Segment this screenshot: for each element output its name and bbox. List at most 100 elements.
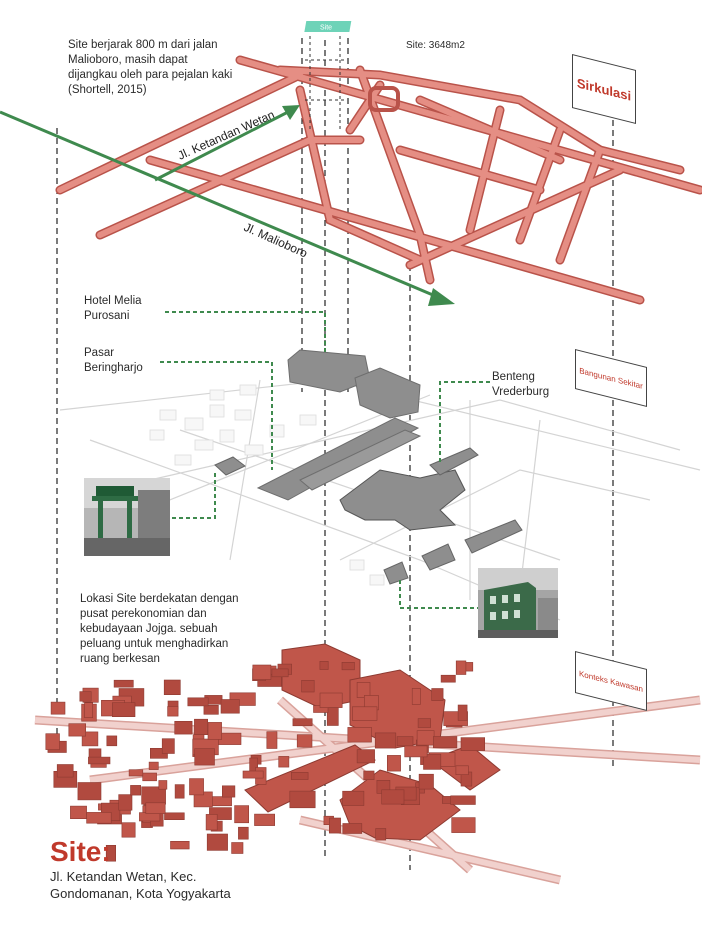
context-building-block (461, 738, 485, 751)
context-building-block (188, 698, 208, 706)
site-marker-label: Site (320, 25, 332, 32)
context-building-block (175, 785, 184, 799)
context-building-block (433, 737, 457, 748)
street-label-ketandan: Jl. Ketandan Wetan (176, 107, 277, 162)
context-building-block (171, 841, 190, 849)
context-building-block (46, 734, 60, 750)
context-building-block (456, 766, 469, 775)
context-building-block (208, 722, 222, 739)
context-building-block (129, 770, 143, 776)
context-building-block (80, 692, 91, 702)
context-building-block (204, 705, 219, 714)
context-building-block (405, 746, 427, 757)
context-building-block (210, 797, 231, 806)
context-building-block (297, 735, 312, 748)
context-building-block (146, 803, 165, 814)
context-building-block (441, 675, 455, 682)
context-building-block (293, 719, 312, 726)
context-building-block (107, 736, 117, 746)
context-building-block (417, 731, 434, 745)
context-building-block (329, 818, 340, 833)
context-building-block (165, 813, 185, 820)
context-building-block (112, 703, 135, 717)
context-building-block (85, 703, 93, 718)
context-building-block (159, 781, 167, 790)
context-building-block (238, 827, 248, 839)
mid-note: Lokasi Site berdekatan dengan pusat pere… (80, 592, 260, 667)
context-building-block (290, 791, 315, 808)
context-building-block (255, 814, 275, 826)
context-building-block (194, 719, 207, 735)
context-building-block (342, 662, 354, 670)
context-building-block (456, 661, 466, 675)
context-building-block (452, 818, 476, 833)
context-building-block (320, 693, 342, 708)
context-building-block (382, 790, 404, 804)
context-building-block (149, 762, 158, 770)
landmark-pasar: Pasar Beringharjo (84, 346, 164, 376)
context-building-block (302, 680, 315, 692)
context-building-block (69, 724, 86, 736)
context-building-block (88, 757, 110, 764)
building-photo-icon (478, 568, 558, 638)
context-building-block (87, 812, 112, 823)
context-building-block (343, 824, 362, 834)
context-building-block (352, 707, 377, 721)
context-building-block (131, 785, 141, 795)
context-building-block (348, 727, 372, 742)
context-building-block (221, 700, 239, 714)
context-building-block (122, 823, 135, 838)
context-building-block (291, 772, 308, 779)
gate-photo-icon (84, 478, 170, 556)
context-building-block (458, 705, 467, 720)
photo-pasar-beringharjo (84, 478, 170, 556)
context-building-block (419, 774, 433, 789)
context-building-block (119, 795, 132, 811)
context-building-block (327, 708, 338, 726)
context-building-block (279, 756, 289, 767)
context-building-block (70, 806, 86, 819)
landmark-benteng: Benteng Vrederburg (492, 370, 562, 400)
context-building-block (375, 733, 396, 748)
context-building-block (397, 737, 413, 746)
context-building-block (418, 719, 431, 728)
landmark-hotel: Hotel Melia Purosani (84, 294, 164, 324)
context-building-block (243, 771, 263, 778)
layer-tag-surrounding-label: Bangunan Sekitar (579, 366, 643, 391)
context-building-block (175, 721, 192, 734)
top-note: Site berjarak 800 m dari jalan Malioboro… (68, 38, 238, 98)
context-building-block (114, 680, 133, 687)
context-building-block (168, 707, 179, 717)
context-building-block (364, 771, 374, 780)
context-building-block (267, 732, 277, 749)
site-area-label: Site: 3648m2 (406, 40, 465, 51)
context-building-block (253, 665, 271, 680)
photo-benteng-vrederburg (478, 568, 558, 638)
layer-tag-context-label: Konteks Kawasan (579, 669, 643, 694)
context-building-block (206, 814, 217, 830)
ketandan-arrow (155, 105, 300, 180)
context-building-block (195, 749, 215, 766)
context-building-block (432, 689, 443, 701)
context-building-block (207, 834, 227, 850)
context-building-block (222, 786, 235, 797)
context-building-block (78, 783, 101, 800)
context-building-block (320, 661, 328, 669)
context-building-block (343, 791, 364, 805)
context-building-block (235, 806, 249, 823)
context-building-block (164, 680, 180, 695)
context-building-block (51, 702, 65, 714)
context-building-block (357, 750, 375, 763)
context-building-block (451, 796, 476, 805)
site-heading: Site: (50, 836, 111, 868)
context-building-block (232, 843, 243, 854)
context-building-block (190, 779, 204, 795)
context-building-block (143, 773, 157, 781)
context-building-block (162, 739, 174, 754)
site-marker: Site (304, 21, 351, 32)
context-building-block (412, 688, 420, 704)
layer-tag-circulation-label: Sirkulasi (577, 75, 631, 104)
context-building-block (376, 829, 386, 841)
context-building-block (387, 755, 400, 771)
